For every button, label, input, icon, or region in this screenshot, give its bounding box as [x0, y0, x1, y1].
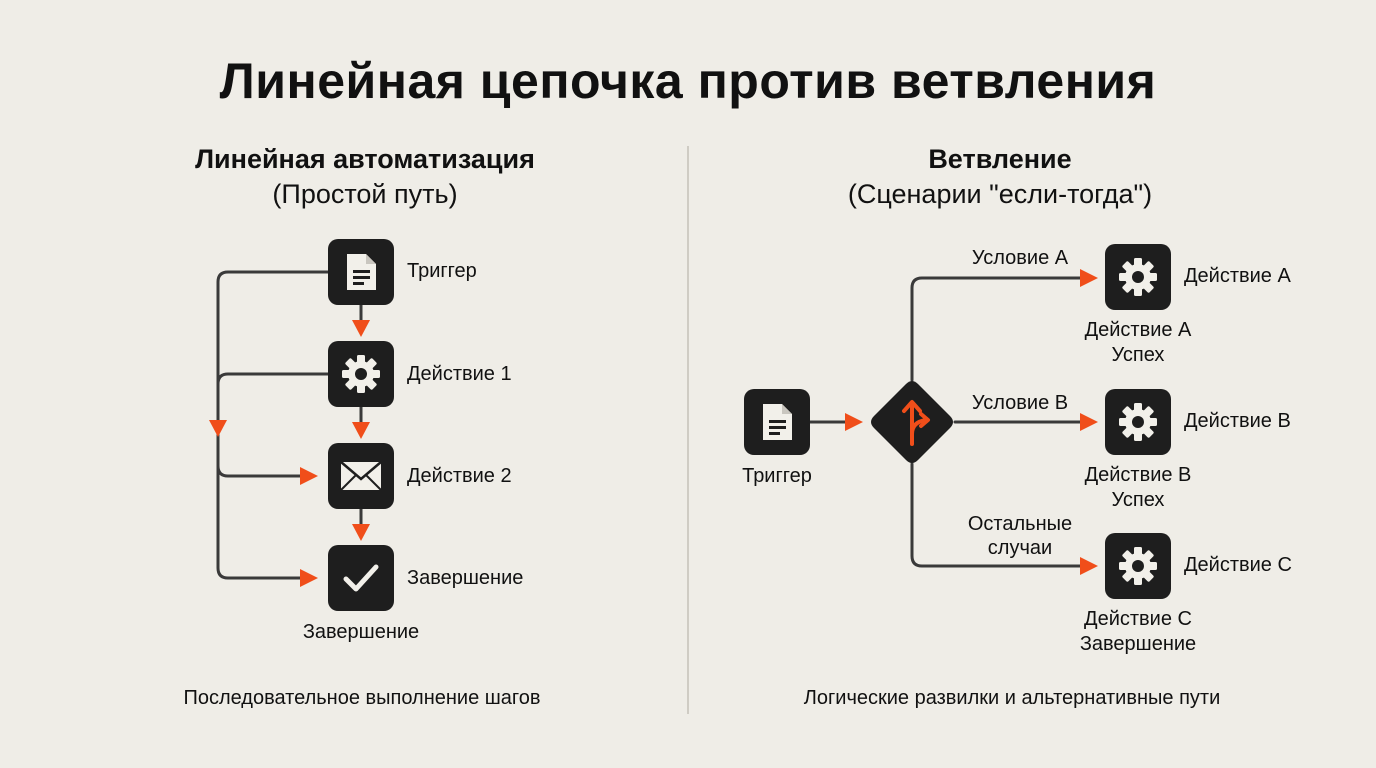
left-step-label-complete: Завершение — [407, 567, 524, 589]
branch-line-c — [910, 462, 1082, 568]
right-footer: Логические развилки и альтернативные пут… — [803, 687, 1221, 709]
document-icon — [763, 404, 792, 440]
action-b-node[interactable] — [1105, 389, 1171, 455]
action-a-caption-line2: Успех — [1111, 344, 1165, 366]
left-step-label-action2: Действие 2 — [407, 465, 512, 487]
left-subheading: (Простой путь) — [272, 179, 458, 209]
right-trigger-node[interactable] — [744, 389, 810, 455]
left-heading-block: Линейная автоматизация (Простой путь) — [150, 142, 580, 212]
checkmark-icon — [343, 564, 379, 592]
action-a-label: Действие А — [1184, 265, 1291, 287]
action-a-node[interactable] — [1105, 244, 1171, 310]
action-a-caption-line1: Действие А — [1084, 319, 1192, 341]
arrowhead-loop-down — [209, 420, 227, 437]
left-action1-node[interactable] — [328, 341, 394, 407]
left-step-label-action1: Действие 1 — [407, 363, 512, 385]
envelope-icon — [340, 461, 382, 491]
arrowhead-down-3 — [352, 524, 370, 541]
arrowhead-down-1 — [352, 320, 370, 337]
left-heading: Линейная автоматизация — [195, 144, 535, 174]
condition-label-a: Условие А — [971, 247, 1069, 269]
action-b-caption: Действие В Успех — [1058, 463, 1218, 513]
right-subheading: (Сценарии "если-тогда") — [847, 179, 1153, 209]
condition-label-c-line2: случаи — [987, 537, 1053, 559]
action-c-caption-line2: Завершение — [1079, 633, 1197, 655]
condition-label-b: Условие В — [971, 392, 1069, 414]
action-a-caption: Действие А Успех — [1058, 318, 1218, 368]
arrowhead-down-2 — [352, 422, 370, 439]
action-b-label: Действие В — [1184, 410, 1291, 432]
condition-label-c-line1: Остальные — [967, 513, 1073, 535]
condition-label-c: Остальные случаи — [945, 512, 1095, 560]
branch-split-icon — [902, 400, 930, 446]
bypass-line-to-action2 — [216, 464, 302, 478]
document-icon — [347, 254, 376, 290]
branch-line-a — [910, 276, 1082, 382]
action-c-node[interactable] — [1105, 533, 1171, 599]
gear-icon — [1119, 258, 1157, 296]
right-trigger-label: Триггер — [742, 465, 812, 487]
left-trigger-node[interactable] — [328, 239, 394, 305]
gear-icon — [1119, 547, 1157, 585]
action-b-caption-line2: Успех — [1111, 489, 1165, 511]
action-c-label: Действие С — [1184, 554, 1292, 576]
gear-icon — [342, 355, 380, 393]
bypass-line-action1 — [216, 372, 330, 386]
left-action2-node[interactable] — [328, 443, 394, 509]
left-complete-node[interactable] — [328, 545, 394, 611]
arrowhead-right-b — [1080, 413, 1098, 431]
arrowhead-right-decision — [845, 413, 863, 431]
column-divider — [687, 146, 689, 714]
page-title: Линейная цепочка против ветвления — [219, 53, 1157, 109]
right-heading-block: Ветвление (Сценарии "если-тогда") — [770, 142, 1230, 212]
bypass-line-trigger — [216, 270, 330, 580]
right-heading: Ветвление — [928, 144, 1072, 174]
arrowhead-right-a — [1080, 269, 1098, 287]
action-c-caption-line1: Действие С — [1084, 608, 1192, 630]
gear-icon — [1119, 403, 1157, 441]
left-complete-caption: Завершение — [302, 621, 420, 643]
action-b-caption-line1: Действие В — [1084, 464, 1192, 486]
left-footer: Последовательное выполнение шагов — [183, 687, 541, 709]
arrowhead-right-c — [1080, 557, 1098, 575]
left-step-label-trigger: Триггер — [407, 260, 477, 282]
decision-node[interactable] — [868, 378, 956, 466]
arrowhead-right-complete — [300, 569, 318, 587]
action-c-caption: Действие С Завершение — [1048, 607, 1228, 657]
arrowhead-right-action2 — [300, 467, 318, 485]
